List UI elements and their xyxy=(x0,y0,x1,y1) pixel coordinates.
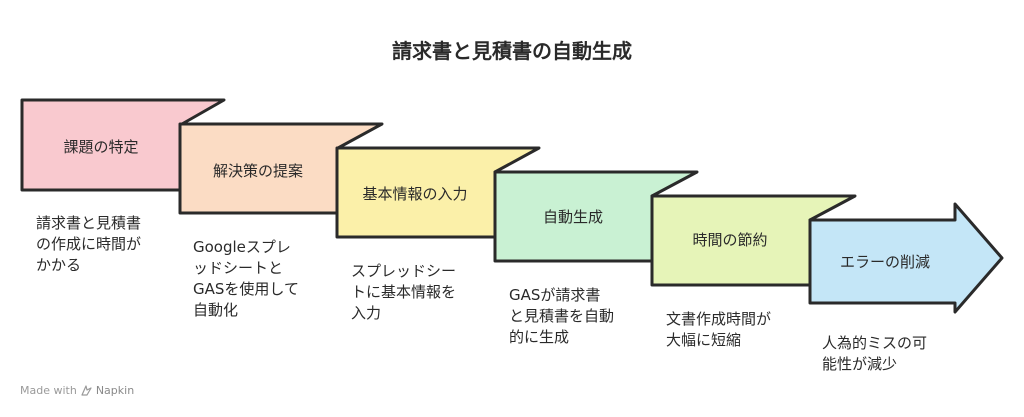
step-2-description: Googleスプレ ッドシートと GASを使用して 自動化 xyxy=(193,238,299,319)
napkin-logo-icon xyxy=(81,385,92,396)
diagram-title: 請求書と見積書の自動生成 xyxy=(392,39,632,63)
footer-prefix: Made with xyxy=(20,384,77,397)
step-3-label: 基本情報の入力 xyxy=(362,185,467,203)
step-5-label: 時間の節約 xyxy=(692,231,767,249)
step-6-description: 人為的ミスの可 能性が減少 xyxy=(822,334,928,373)
step-4-label: 自動生成 xyxy=(543,208,603,226)
step-6-label: エラーの削減 xyxy=(840,253,930,271)
step-5-description: 文書作成時間が 大幅に短縮 xyxy=(666,310,772,349)
footer-brand: Napkin xyxy=(95,384,135,397)
made-with-napkin: Made with Napkin xyxy=(20,384,134,397)
step-2-label: 解決策の提案 xyxy=(213,162,303,180)
step-1-description: 請求書と見積書 の作成に時間が かかる xyxy=(36,214,142,274)
step-3-description: スプレッドシー トに基本情報を 入力 xyxy=(351,262,457,322)
step-5: 時間の節約 xyxy=(650,194,857,287)
step-6-arrow xyxy=(808,202,1004,314)
step-4-description: GASが請求書 と見積書を自動 的に生成 xyxy=(509,286,615,346)
step-2: 解決策の提案 xyxy=(178,122,384,215)
step-6: エラーの削減 xyxy=(808,202,1004,314)
step-1-label: 課題の特定 xyxy=(63,138,138,156)
